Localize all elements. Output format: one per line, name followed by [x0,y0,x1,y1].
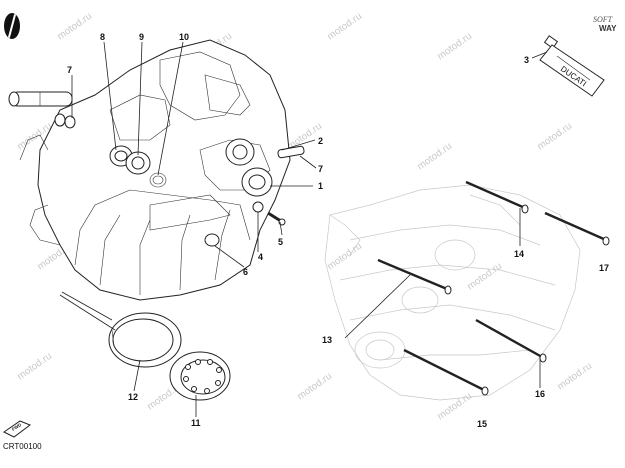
watermark: motod.ru [465,261,504,293]
sealant-tube: DUCATI [539,35,605,97]
screw-14 [465,180,529,214]
callout-10: 10 [179,32,189,42]
watermark: motod.ru [415,141,454,173]
callout-13: 13 [322,335,332,345]
callout-17: 17 [599,263,609,273]
callout-12: 12 [128,392,138,402]
callout-1: 1 [318,181,323,191]
screw-16 [475,318,547,363]
leader-lines [59,41,548,417]
callout-labels: 1 2 3 4 5 6 7 7 8 9 10 11 12 13 14 15 16… [67,32,609,429]
callout-16: 16 [535,389,545,399]
watermark: motod.ru [55,11,94,43]
crankcase-half-right-ghost [324,184,581,401]
bearing-ring [108,312,182,368]
callout-3: 3 [524,55,529,65]
callout-15: 15 [477,419,487,429]
watermark: motod.ru [435,31,474,63]
callout-2: 2 [318,136,323,146]
watermark: motod.ru [325,11,364,43]
brand-top: SOFT [593,15,613,24]
watermark: motod.ru [535,121,574,153]
logo-mark [4,13,20,39]
watermark: motod.ru [325,241,364,273]
callout-7-right: 7 [318,164,323,174]
screw-17 [544,211,610,246]
watermark: motod.ru [435,391,474,423]
forward-badge: FWD [3,420,32,438]
brand-bottom: WAY [599,24,617,33]
crankcase-half-left [8,39,305,301]
watermark: motod.ru [15,351,54,383]
roller-bearing [169,351,231,401]
callout-7-left: 7 [67,65,72,75]
callout-11: 11 [191,418,201,428]
watermark: motod.ru [295,371,334,403]
screw-13 [377,258,452,295]
forward-badge-text: FWD [11,422,23,432]
callout-6: 6 [243,267,248,277]
callout-4: 4 [258,252,263,262]
callout-8: 8 [100,32,105,42]
watermark: motod.ru [555,361,594,393]
screw-15 [403,348,489,396]
callout-5: 5 [278,237,283,247]
callout-9: 9 [139,32,144,42]
brand-mark: SOFT WAY [593,15,617,33]
drawing-code: CRT00100 [3,442,42,451]
callout-14: 14 [514,249,524,259]
